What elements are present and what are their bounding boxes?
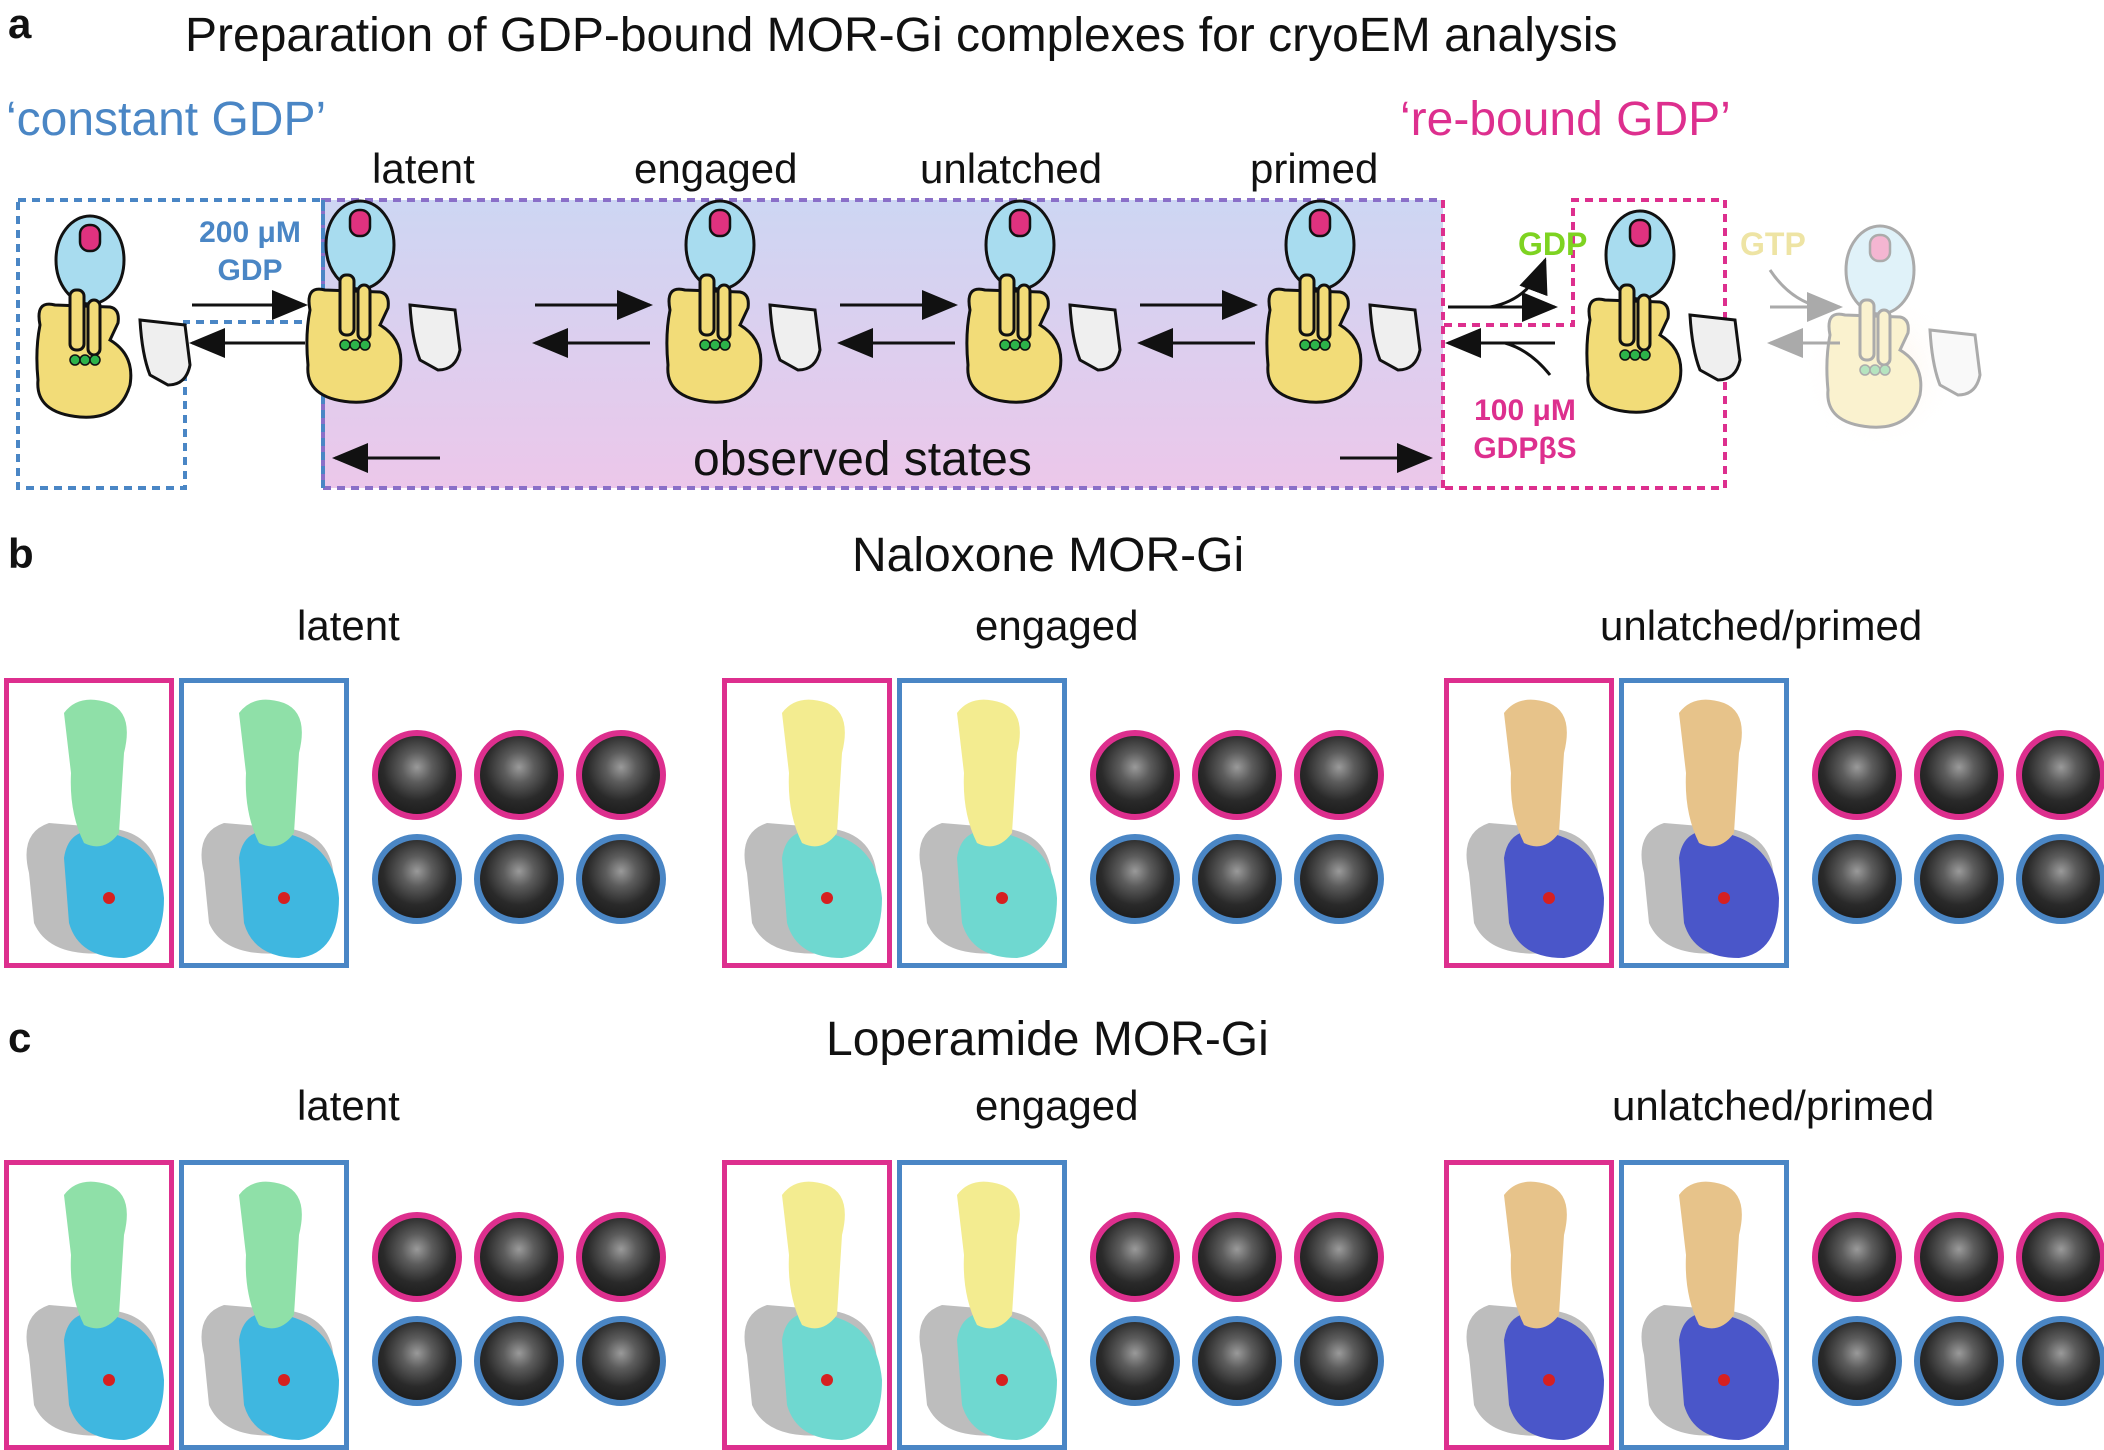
class-average-c-latent-rebound-3: [576, 1212, 666, 1302]
class-average-c-engaged-constant-2: [1192, 1316, 1282, 1406]
class-average-c-unlatched-primed-constant-1: [1812, 1316, 1902, 1406]
class-average-b-unlatched-primed-constant-2: [1914, 834, 2004, 924]
panel-b-col-unlatched-primed: unlatched/primed: [1600, 602, 1923, 649]
class-average-b-unlatched-primed-constant-1: [1812, 834, 1902, 924]
density-map-b-engaged-constant: [897, 678, 1067, 968]
class-average-c-latent-rebound-1: [372, 1212, 462, 1302]
state-label-latent: latent: [372, 145, 475, 192]
gdp-conc-word: GDP: [217, 254, 283, 287]
state-label-engaged: engaged: [634, 145, 798, 192]
panel-b-letter: b: [8, 530, 34, 577]
class-average-c-engaged-rebound-3: [1294, 1212, 1384, 1302]
observed-states-label: observed states: [693, 433, 1032, 486]
density-map-b-unlatched-primed-rebound: [1444, 678, 1614, 968]
panel-b-col-latent: latent: [297, 602, 400, 649]
gdpbs-conc-label: 100 μM GDPβS: [1450, 392, 1600, 468]
state-label-primed: primed: [1250, 145, 1379, 192]
class-average-b-unlatched-primed-rebound-1: [1812, 730, 1902, 820]
rebound-gdp-box: [1441, 198, 1727, 490]
class-average-c-engaged-rebound-1: [1090, 1212, 1180, 1302]
density-map-c-engaged-rebound: [722, 1160, 892, 1450]
density-map-b-unlatched-primed-constant: [1619, 678, 1789, 968]
class-average-b-latent-rebound-3: [576, 730, 666, 820]
class-average-b-latent-constant-1: [372, 834, 462, 924]
class-average-c-engaged-constant-3: [1294, 1316, 1384, 1406]
density-map-c-latent-constant: [179, 1160, 349, 1450]
class-average-b-engaged-rebound-1: [1090, 730, 1180, 820]
panel-c-col-engaged: engaged: [975, 1082, 1139, 1129]
density-map-b-latent-rebound: [4, 678, 174, 968]
class-average-b-engaged-rebound-2: [1192, 730, 1282, 820]
class-average-c-unlatched-primed-rebound-2: [1914, 1212, 2004, 1302]
constant-gdp-label: ‘constant GDP’: [6, 93, 327, 146]
state-label-unlatched: unlatched: [920, 145, 1103, 192]
panel-a-title: Preparation of GDP-bound MOR-Gi complexe…: [185, 9, 1618, 62]
gdpbs-conc-word: GDPβS: [1473, 432, 1577, 465]
gdpbs-conc-value: 100 μM: [1474, 394, 1576, 427]
panel-c-letter: c: [8, 1014, 32, 1061]
panel-a-diagram: [16, 198, 1982, 490]
class-average-c-unlatched-primed-rebound-1: [1812, 1212, 1902, 1302]
density-map-c-latent-rebound: [4, 1160, 174, 1450]
gtp-label: GTP: [1740, 226, 1806, 262]
rebound-gdp-label: ‘re-bound GDP’: [1400, 93, 1731, 146]
class-average-c-latent-rebound-2: [474, 1212, 564, 1302]
class-average-c-unlatched-primed-constant-3: [2016, 1316, 2104, 1406]
panel-c-title: Loperamide MOR-Gi: [826, 1013, 1269, 1066]
class-average-b-latent-rebound-1: [372, 730, 462, 820]
constant-gdp-box: [16, 198, 325, 490]
panel-c-col-unlatched-primed: unlatched/primed: [1612, 1082, 1935, 1129]
density-map-c-engaged-constant: [897, 1160, 1067, 1450]
density-map-c-unlatched-primed-constant: [1619, 1160, 1789, 1450]
class-average-b-unlatched-primed-rebound-3: [2016, 730, 2104, 820]
gdp-release-label: GDP: [1518, 226, 1588, 262]
panel-b-title: Naloxone MOR-Gi: [852, 529, 1245, 582]
class-average-c-unlatched-primed-constant-2: [1914, 1316, 2004, 1406]
class-average-b-latent-constant-2: [474, 834, 564, 924]
class-average-c-latent-constant-3: [576, 1316, 666, 1406]
density-map-b-latent-constant: [179, 678, 349, 968]
class-average-b-engaged-constant-2: [1192, 834, 1282, 924]
density-map-c-unlatched-primed-rebound: [1444, 1160, 1614, 1450]
class-average-b-latent-constant-3: [576, 834, 666, 924]
gdp-conc-value: 200 μM: [199, 216, 301, 249]
panel-a-letter: a: [8, 0, 32, 47]
class-average-c-engaged-rebound-2: [1192, 1212, 1282, 1302]
class-average-c-engaged-constant-1: [1090, 1316, 1180, 1406]
gdp-conc-label: 200 μM GDP: [185, 214, 315, 290]
class-average-b-engaged-constant-3: [1294, 834, 1384, 924]
class-average-b-engaged-rebound-3: [1294, 730, 1384, 820]
class-average-b-engaged-constant-1: [1090, 834, 1180, 924]
class-average-b-unlatched-primed-constant-3: [2016, 834, 2104, 924]
class-average-b-unlatched-primed-rebound-2: [1914, 730, 2004, 820]
panel-c-col-latent: latent: [297, 1082, 400, 1129]
density-map-b-engaged-rebound: [722, 678, 892, 968]
class-average-c-unlatched-primed-rebound-3: [2016, 1212, 2104, 1302]
class-average-c-latent-constant-2: [474, 1316, 564, 1406]
class-average-c-latent-constant-1: [372, 1316, 462, 1406]
class-average-b-latent-rebound-2: [474, 730, 564, 820]
panel-b-col-engaged: engaged: [975, 602, 1139, 649]
